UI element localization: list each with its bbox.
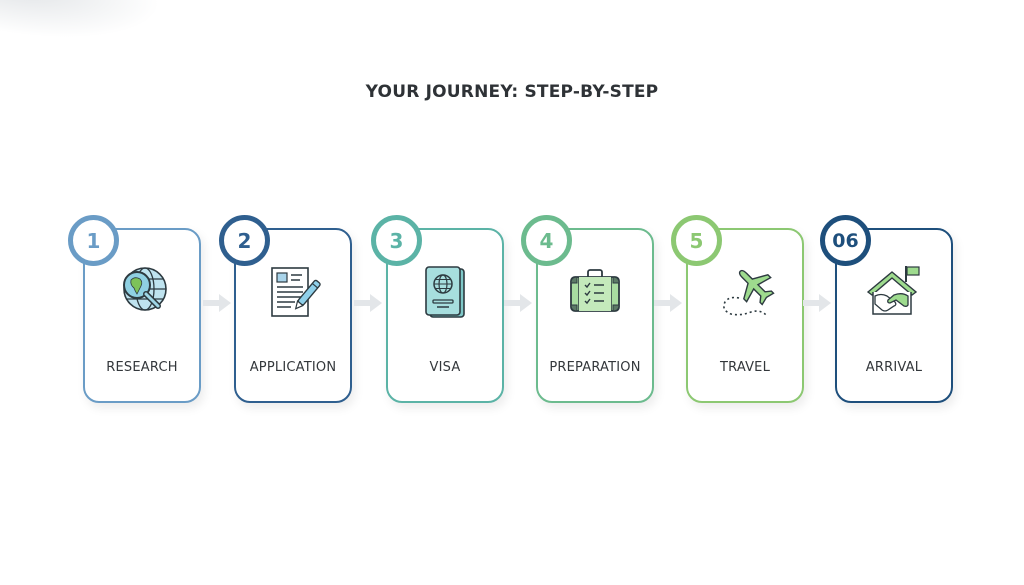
step-number-badge: 06 — [820, 215, 871, 266]
arrow-right-icon — [203, 294, 231, 312]
suitcase-checklist-icon — [570, 269, 620, 312]
passport-icon — [425, 266, 465, 318]
page-title: YOUR JOURNEY: STEP-BY-STEP — [365, 82, 659, 102]
arrow-right-icon — [354, 294, 382, 312]
step-research: 1 RESEARCH — [68, 215, 201, 403]
step-travel: 5 TRAVEL — [671, 215, 804, 403]
step-label: VISA — [429, 360, 461, 375]
step-number-badge: 4 — [521, 215, 572, 266]
step-label: ARRIVAL — [865, 360, 923, 375]
arrow-right-icon — [803, 294, 831, 312]
step-label: TRAVEL — [719, 360, 771, 375]
step-label: APPLICATION — [249, 360, 337, 375]
house-handshake-icon — [866, 266, 920, 315]
step-visa: 3 VISA — [371, 215, 504, 403]
step-number-badge: 5 — [671, 215, 722, 266]
step-label: RESEARCH — [106, 360, 178, 375]
step-number-badge: 1 — [68, 215, 119, 266]
document-pen-icon — [271, 267, 321, 317]
airplane-icon — [723, 269, 775, 317]
step-arrival: 06 ARRIVAL — [820, 215, 953, 403]
arrow-right-icon — [504, 294, 532, 312]
step-preparation: 4 PREPARATION — [521, 215, 654, 403]
step-label: PREPARATION — [549, 360, 641, 375]
step-number-badge: 3 — [371, 215, 422, 266]
step-application: 2 APPLICATION — [219, 215, 352, 403]
corner-shadow — [0, 0, 165, 54]
step-number-badge: 2 — [219, 215, 270, 266]
arrow-right-icon — [654, 294, 682, 312]
globe-magnifier-icon — [123, 267, 167, 311]
